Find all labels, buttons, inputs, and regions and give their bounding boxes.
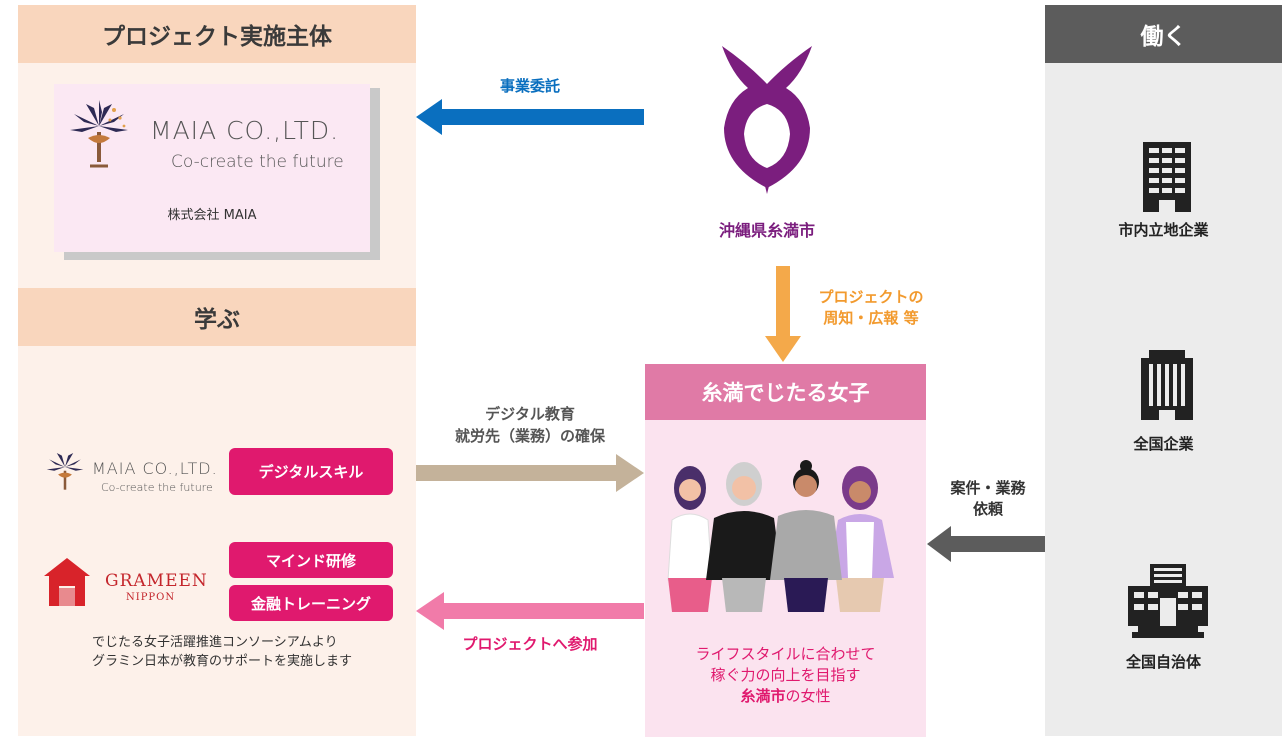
education-arrow-icon: [416, 454, 644, 492]
finance-training-pill: 金融トレーニング: [229, 585, 393, 621]
promotion-label-2: 周知・広報 等: [823, 309, 919, 327]
header-work: 働く: [1045, 5, 1282, 63]
grameen-name: GRAMEEN: [105, 571, 208, 591]
request-label-1: 案件・業務: [950, 479, 1026, 497]
desc-line-2: 稼ぐ力の向上を目指す: [710, 666, 861, 684]
digital-skill-pill: デジタルスキル: [229, 448, 393, 495]
national-companies-label: 全国企業: [1133, 435, 1194, 453]
consign-arrow-icon: [416, 99, 644, 135]
desc-highlight: 糸満市: [740, 687, 786, 705]
education-label-2: 就労先（業務）の確保: [454, 427, 605, 445]
join-arrow-icon: [416, 592, 644, 630]
maia-card: MAIA CO.,LTD. Co-create the future 株式会社 …: [54, 84, 370, 252]
maia-company-name: 株式会社 MAIA: [167, 208, 257, 223]
maia-small-name: MAIA CO.,LTD.: [92, 459, 218, 478]
promotion-label-1: プロジェクトの: [818, 288, 924, 306]
note-line-2: グラミン日本が教育のサポートを実施します: [92, 654, 353, 669]
education-label-1: デジタル教育: [485, 405, 575, 423]
desc-line-1: ライフスタイルに合わせて: [695, 645, 876, 663]
grameen-sub: NIPPON: [126, 592, 176, 603]
header-project-owner: プロジェクト実施主体: [18, 5, 416, 63]
note-line-1: でじたる女子活躍推進コンソーシアムより: [92, 635, 338, 650]
itoman-city-emblem-icon: [722, 46, 812, 194]
local-govs-label: 全国自治体: [1125, 653, 1201, 671]
header-learn: 学ぶ: [18, 288, 416, 346]
desc-rest: の女性: [785, 687, 831, 705]
request-arrow-icon: [927, 526, 1045, 562]
local-companies-label: 市内立地企業: [1118, 221, 1209, 239]
mind-training-pill: マインド研修: [229, 542, 393, 578]
office-building-icon: [1143, 142, 1191, 212]
women-group-illustration-icon: [667, 460, 894, 612]
city-name: 沖縄県糸満市: [718, 221, 815, 240]
corporate-building-icon: [1141, 350, 1193, 420]
join-label: プロジェクトへ参加: [462, 635, 598, 653]
maia-logo-name: MAIA CO.,LTD.: [150, 116, 340, 145]
promotion-arrow-icon: [765, 266, 801, 362]
maia-small-tree-icon: [46, 453, 84, 490]
maia-tagline: Co-create the future: [171, 152, 344, 172]
consign-label: 事業委託: [499, 77, 560, 95]
request-label-2: 依頼: [972, 500, 1003, 518]
maia-small-tagline: Co-create the future: [101, 481, 213, 494]
government-building-icon: [1128, 564, 1208, 638]
grameen-house-icon: [44, 558, 90, 606]
itoman-women-title: 糸満でじたる女子: [645, 364, 926, 420]
desc-line-3: 糸満市の女性: [645, 686, 926, 707]
maia-tree-logo-icon: [70, 100, 128, 168]
